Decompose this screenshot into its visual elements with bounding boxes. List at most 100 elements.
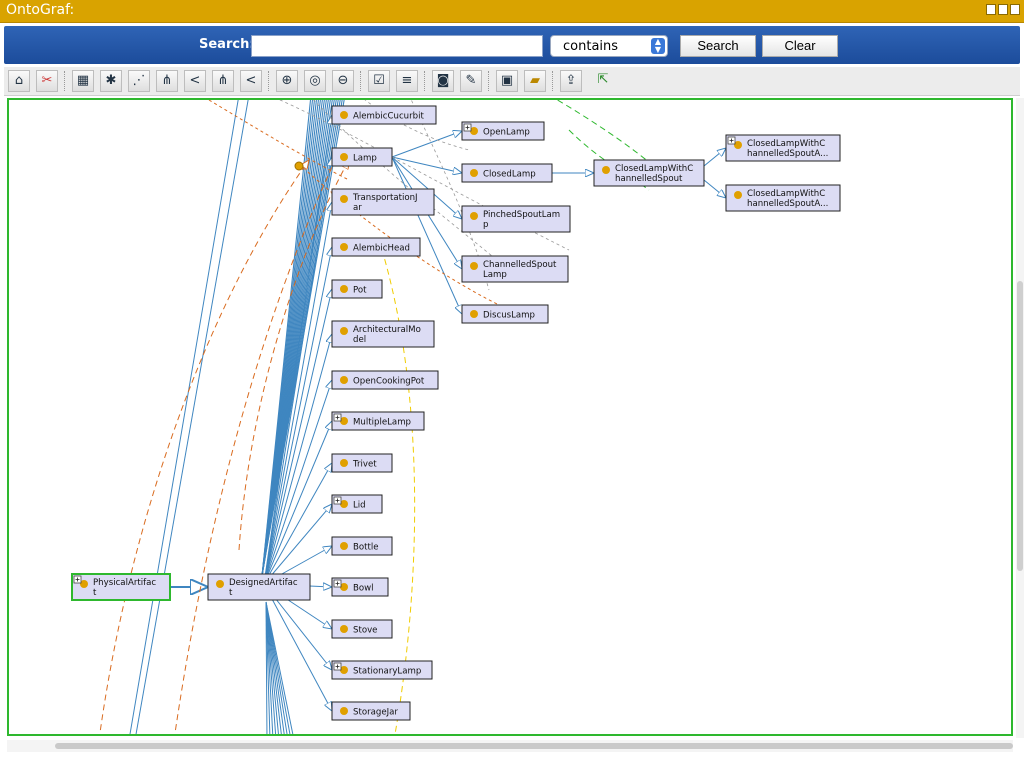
filter-arcs-icon[interactable]: ☑	[368, 70, 390, 92]
node-box[interactable]	[331, 536, 393, 556]
horizontal-scrollbar[interactable]	[7, 740, 1013, 752]
node-label: Bowl	[353, 584, 374, 594]
open-folder-icon[interactable]: ▰	[524, 70, 546, 92]
graph-node-stationarylamp[interactable]: StationaryLamp	[331, 660, 433, 680]
node-box[interactable]	[331, 237, 421, 257]
node-box[interactable]	[331, 105, 437, 125]
graph-edge	[99, 160, 309, 734]
edge-handle[interactable]	[294, 161, 304, 171]
zoom-out-icon[interactable]: ⊖	[332, 70, 354, 92]
tree-horizontal-icon[interactable]: <	[184, 70, 206, 92]
tree-horizontal-alt-icon[interactable]: <	[240, 70, 262, 92]
tree-vertical-icon[interactable]: ⋔	[156, 70, 178, 92]
graph-node-lid[interactable]: Lid	[331, 494, 383, 514]
graph-node-trivet[interactable]: Trivet	[331, 453, 393, 473]
node-label: Bottle	[353, 543, 379, 553]
graph-node-multiplelamp[interactable]: MultipleLamp	[331, 411, 425, 431]
node-label: ArchitecturalMo	[353, 325, 421, 335]
edit-icon[interactable]: ✎	[460, 70, 482, 92]
graph-node-closedlampwithchannelledspout-a1[interactable]: ClosedLampWithChannelledSpoutA...	[725, 134, 841, 162]
zoom-reset-icon[interactable]: ◎	[304, 70, 326, 92]
search-input[interactable]	[251, 35, 543, 57]
tree-vertical-alt-icon[interactable]: ⋔	[212, 70, 234, 92]
graph-edge	[135, 100, 249, 734]
zoom-in-icon[interactable]: ⊕	[276, 70, 298, 92]
plus-icon	[335, 415, 340, 420]
maximize-icon[interactable]	[1010, 4, 1020, 15]
vertical-scrollbar[interactable]	[1016, 98, 1024, 738]
filter-nodes-icon[interactable]: ≡	[396, 70, 418, 92]
clear-button[interactable]: Clear	[762, 35, 838, 57]
restore-icon[interactable]	[986, 4, 996, 15]
graph-node-pot[interactable]: Pot	[331, 279, 383, 299]
graph-edge	[263, 421, 332, 585]
graph-edge	[298, 163, 500, 306]
node-box[interactable]	[207, 573, 311, 601]
graph-node-bottle[interactable]: Bottle	[331, 536, 393, 556]
radial-layout-icon[interactable]: ✱	[100, 70, 122, 92]
plus-icon	[335, 498, 340, 503]
remove-nodes-icon[interactable]: ✂	[36, 70, 58, 92]
home-icon[interactable]: ⌂	[8, 70, 30, 92]
node-label: t	[229, 588, 233, 598]
search-mode-select[interactable]: contains ▲▼	[550, 35, 668, 57]
node-box[interactable]	[331, 577, 389, 597]
graph-node-lamp[interactable]: Lamp	[331, 147, 393, 167]
search-button[interactable]: Search	[680, 35, 756, 57]
class-icon	[340, 542, 348, 550]
node-box[interactable]	[461, 205, 571, 233]
node-box[interactable]	[331, 320, 435, 348]
node-label: hannelledSpoutA...	[747, 149, 828, 159]
graph-edge	[263, 504, 332, 585]
popup-icon[interactable]: ⇱	[597, 72, 609, 87]
node-box[interactable]	[71, 573, 171, 601]
graph-node-closedlampwithchannelledspout-a2[interactable]: ClosedLampWithChannelledSpoutA...	[725, 184, 841, 212]
node-box[interactable]	[331, 494, 383, 514]
export-icon[interactable]: ⇪	[560, 70, 582, 92]
node-box[interactable]	[461, 121, 545, 141]
node-box[interactable]	[725, 134, 841, 162]
node-box[interactable]	[331, 619, 393, 639]
graph-node-storagejar[interactable]: StorageJar	[331, 701, 411, 721]
node-box[interactable]	[461, 255, 569, 283]
node-box[interactable]	[331, 411, 425, 431]
node-box[interactable]	[461, 163, 553, 183]
graph-node-bowl[interactable]: Bowl	[331, 577, 389, 597]
node-box[interactable]	[331, 701, 411, 721]
save-icon[interactable]: ▣	[496, 70, 518, 92]
node-box[interactable]	[331, 188, 435, 216]
node-box[interactable]	[331, 453, 393, 473]
graph-edge	[263, 247, 332, 585]
minimize-icon[interactable]	[998, 4, 1008, 15]
node-box[interactable]	[331, 370, 439, 390]
graph-node-opencookingpot[interactable]: OpenCookingPot	[331, 370, 439, 390]
horizontal-scroll-thumb[interactable]	[55, 743, 1013, 749]
node-label: ClosedLamp	[483, 170, 536, 180]
spring-layout-icon[interactable]: ⋰	[128, 70, 150, 92]
snapshot-icon[interactable]: ◙	[432, 70, 454, 92]
graph-edge	[238, 160, 349, 551]
graph-node-closedlamp[interactable]: ClosedLamp	[461, 163, 553, 183]
node-box[interactable]	[331, 279, 383, 299]
node-box[interactable]	[593, 159, 705, 187]
vertical-scroll-thumb[interactable]	[1017, 281, 1023, 571]
graph-node-discuslamp[interactable]: DiscusLamp	[461, 304, 549, 324]
node-box[interactable]	[331, 147, 393, 167]
graph-node-stove[interactable]: Stove	[331, 619, 393, 639]
node-label: TransportationJ	[352, 193, 418, 203]
node-box[interactable]	[461, 304, 549, 324]
grid-layout-icon[interactable]: ▦	[72, 70, 94, 92]
graph-node-alembichead[interactable]: AlembicHead	[331, 237, 421, 257]
graph-node-alembiccucurbit[interactable]: AlembicCucurbit	[331, 105, 437, 125]
node-box[interactable]	[725, 184, 841, 212]
graph-node-openlamp[interactable]: OpenLamp	[461, 121, 545, 141]
node-box[interactable]	[331, 660, 433, 680]
